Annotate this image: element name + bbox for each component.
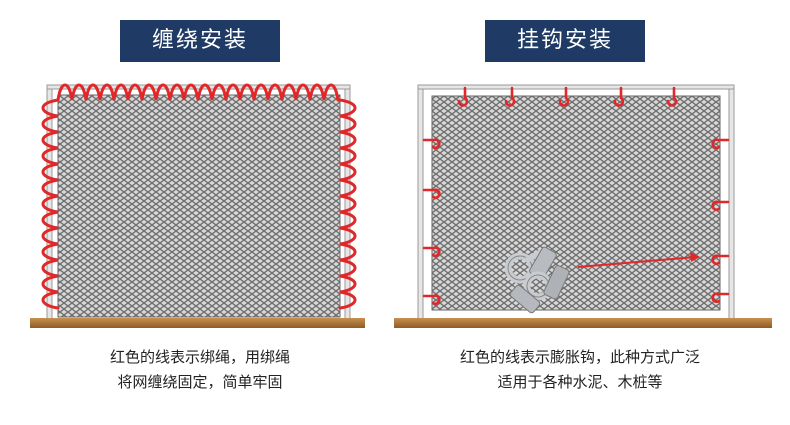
expansion-hook [422,188,441,199]
hook-diagram [394,84,772,328]
expansion-hook [422,294,441,305]
pointer-arrow-head [690,252,700,262]
right-post-right [728,84,735,321]
caption-winding-line2: 将网缠绕固定，简单牢固 [117,373,283,391]
expansion-hook [613,86,625,107]
left-rope-left [41,98,60,310]
expansion-hook [711,254,730,265]
expansion-hook [666,86,678,107]
title-winding-install: 缠绕安装 [120,20,280,62]
right-mesh-net [431,95,721,311]
expansion-hook [558,86,570,107]
expansion-hook [711,292,730,303]
winding-diagram [30,83,365,328]
expansion-hook [711,138,730,149]
caption-winding-line1: 红色的线表示绑绳，用绑绳 [109,348,290,366]
caption-hook-line1: 红色的线表示膨胀钩，此种方式广泛 [459,348,700,366]
expansion-hook [504,86,516,107]
left-mesh-net [57,94,341,318]
expansion-hook [422,246,441,257]
expansion-hook-photo [504,246,570,314]
right-post-left [417,84,424,321]
caption-winding: 红色的线表示绑绳，用绑绳 将网缠绕固定，简单牢固 [20,345,380,395]
left-ground [30,318,365,328]
left-rope-top [56,83,340,102]
right-top-bar [417,84,735,90]
expansion-hook [422,138,441,149]
expansion-hook [711,200,730,211]
left-rope-right [338,98,357,310]
expansion-hooks [422,86,730,305]
left-top-bar [46,84,351,90]
right-ground [394,318,772,328]
title-hook-install: 挂钩安装 [485,20,645,62]
caption-hook-line2: 适用于各种水泥、木桩等 [497,373,663,391]
left-post-right [344,84,351,321]
pointer-arrow-line [577,256,697,268]
expansion-hook [457,86,469,107]
caption-hook: 红色的线表示膨胀钩，此种方式广泛 适用于各种水泥、木桩等 [400,345,760,395]
